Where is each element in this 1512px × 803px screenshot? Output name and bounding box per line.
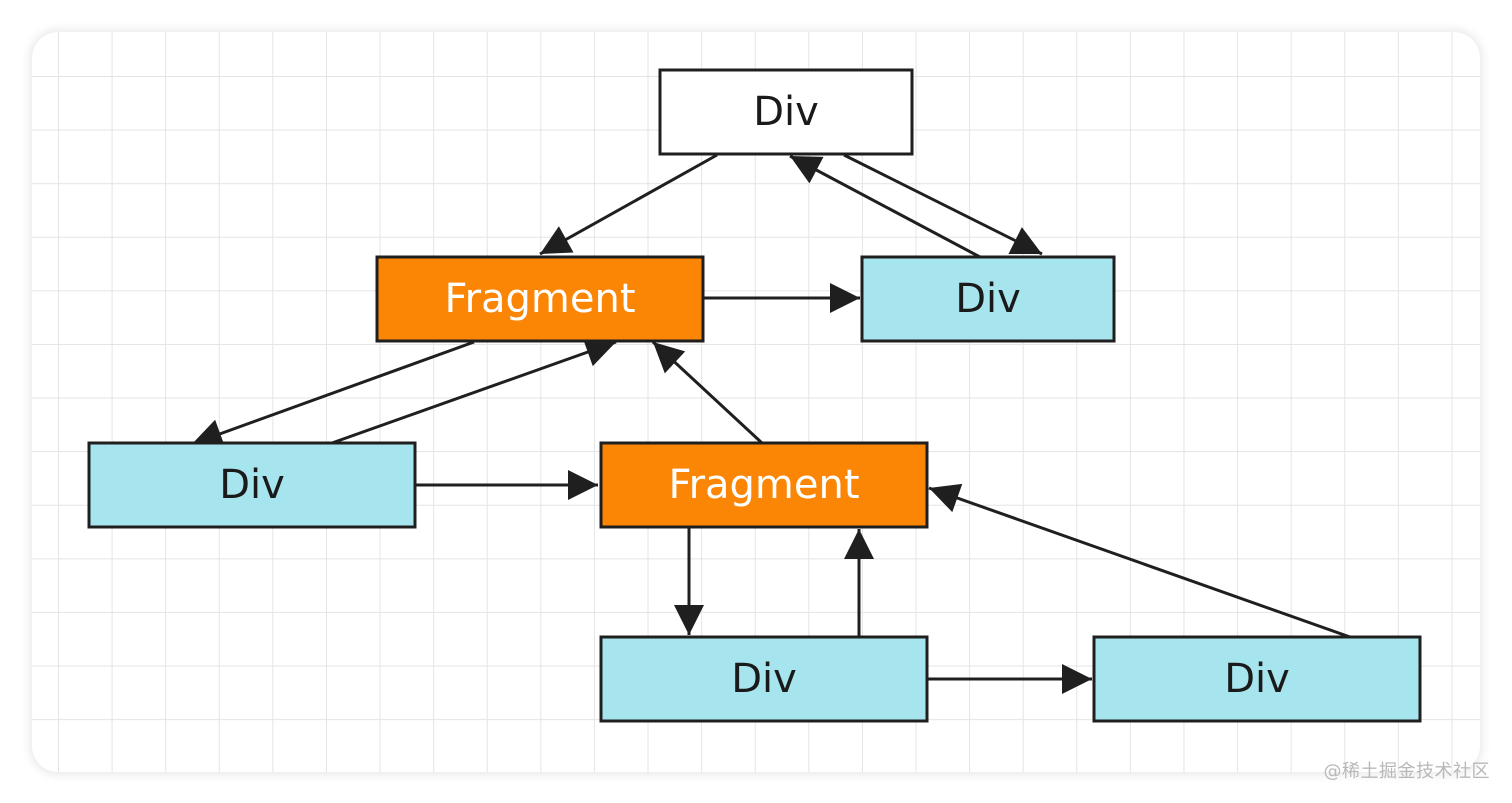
div-label: Div bbox=[219, 462, 285, 508]
fragment-label: Fragment bbox=[668, 462, 859, 508]
edges-layer bbox=[191, 153, 1351, 694]
div-label: Div bbox=[731, 656, 797, 702]
node-div-left: Div bbox=[87, 441, 417, 529]
arrow-root-div-to-div-right bbox=[843, 153, 1043, 256]
fragment-box bbox=[599, 441, 929, 529]
arrow-div-left-to-fragment-1 bbox=[331, 337, 617, 445]
node-fragment-2: Fragment bbox=[599, 441, 929, 529]
node-div-right: Div bbox=[860, 255, 1116, 343]
fragment-box bbox=[375, 255, 705, 343]
root-box bbox=[658, 68, 914, 156]
arrow-fragment-2-to-fragment-1 bbox=[651, 340, 764, 445]
watermark-text: @稀土掘金技术社区 bbox=[1323, 761, 1490, 782]
div-label: Div bbox=[955, 276, 1021, 322]
div-box bbox=[860, 255, 1116, 343]
fragment-label: Fragment bbox=[444, 276, 635, 322]
arrow-div-bottom-right-to-fragment-2 bbox=[928, 483, 1351, 639]
arrow-root-div-to-fragment-1 bbox=[539, 153, 718, 256]
node-div-bottom-right: Div bbox=[1092, 635, 1422, 723]
arrow-fragment-1-to-div-left bbox=[191, 340, 475, 448]
node-fragment-1: Fragment bbox=[375, 255, 705, 343]
node-div-bottom-mid: Div bbox=[599, 635, 929, 723]
div-box bbox=[87, 441, 417, 529]
node-root-div: Div bbox=[658, 68, 914, 156]
arrow-div-right-to-root-div bbox=[789, 154, 981, 259]
div-box bbox=[1092, 635, 1422, 723]
div-label: Div bbox=[1224, 656, 1290, 702]
root-label: Div bbox=[753, 89, 819, 135]
div-box bbox=[599, 635, 929, 723]
